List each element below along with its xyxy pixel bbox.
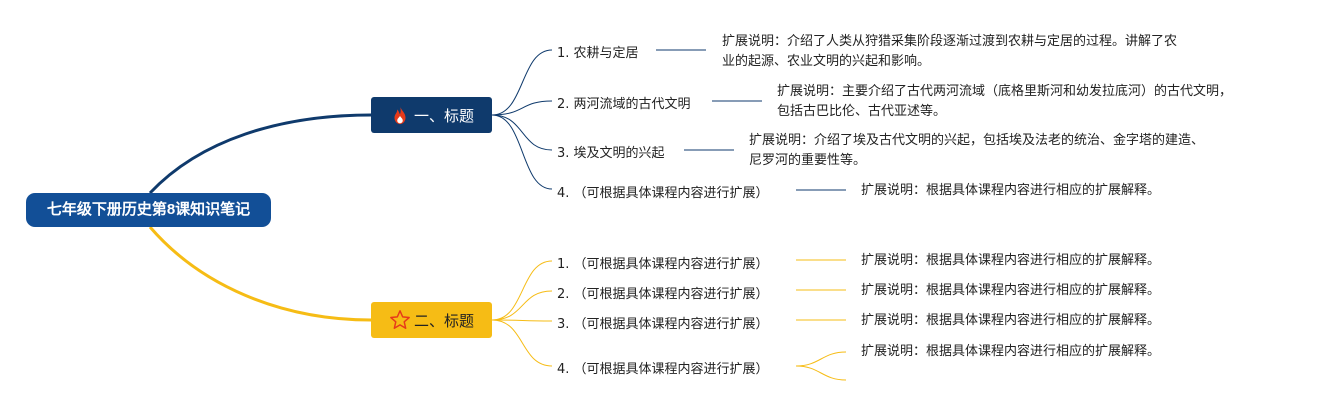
branch-2-label: 二、标题 bbox=[413, 312, 474, 330]
link-root-branch-1 bbox=[148, 113, 372, 195]
note-b1-4: 扩展说明：根据具体课程内容进行相应的扩展解释。 bbox=[861, 181, 1160, 201]
note-line: 扩展说明：主要介绍了古代两河流域（底格里斯河和幼发拉底河）的古代文明， bbox=[777, 84, 1233, 99]
note-b1-1: 扩展说明：介绍了人类从狩猎采集阶段逐渐过渡到农耕与定居的过程。讲解了农 业的起源… bbox=[722, 32, 1177, 72]
note-line: 扩展说明：根据具体课程内容进行相应的扩展解释。 bbox=[861, 313, 1161, 328]
branch-node-2[interactable]: 二、标题 bbox=[371, 302, 492, 338]
link-root-branch-2 bbox=[148, 226, 372, 322]
leaf-b1-4[interactable]: 4. （可根据具体课程内容进行扩展） bbox=[557, 186, 769, 201]
note-b2-1: 扩展说明：根据具体课程内容进行相应的扩展解释。 bbox=[861, 251, 1160, 271]
link-b1-item-3 bbox=[491, 114, 553, 151]
note-line: 尼罗河的重要性等。 bbox=[749, 153, 867, 168]
note-b2-3: 扩展说明：根据具体课程内容进行相应的扩展解释。 bbox=[861, 311, 1160, 331]
note-line: 扩展说明：根据具体课程内容进行相应的扩展解释。 bbox=[861, 183, 1161, 198]
note-line: 包括古巴比伦、古代亚述等。 bbox=[777, 104, 947, 119]
link-b1-item-4 bbox=[491, 114, 553, 190]
link-b2-item-1 bbox=[491, 260, 553, 321]
branch-node-1[interactable]: 一、标题 bbox=[371, 97, 492, 133]
root-node[interactable]: 七年级下册历史第8课知识笔记 bbox=[26, 193, 271, 227]
star-icon bbox=[390, 310, 410, 329]
note-b2-2: 扩展说明：根据具体课程内容进行相应的扩展解释。 bbox=[861, 281, 1160, 301]
note-line: 业的起源、农业文明的兴起和影响。 bbox=[722, 54, 931, 69]
note-b1-2: 扩展说明：主要介绍了古代两河流域（底格里斯河和幼发拉底河）的古代文明， 包括古巴… bbox=[777, 82, 1232, 122]
note-line: 扩展说明：介绍了人类从狩猎采集阶段逐渐过渡到农耕与定居的过程。讲解了农 bbox=[722, 34, 1178, 49]
root-label: 七年级下册历史第8课知识笔记 bbox=[46, 201, 251, 218]
leaf-b1-1[interactable]: 1. 农耕与定居 bbox=[557, 46, 639, 61]
link-b2-item-4 bbox=[491, 319, 553, 367]
note-line: 扩展说明：介绍了埃及古代文明的兴起，包括埃及法老的统治、金字塔的建造、 bbox=[749, 133, 1205, 148]
leaf-b2-2[interactable]: 2. （可根据具体课程内容进行扩展） bbox=[557, 287, 769, 302]
link-b2-item-2 bbox=[491, 290, 553, 321]
leaf-b1-2[interactable]: 2. 两河流域的古代文明 bbox=[557, 97, 691, 112]
note-line: 扩展说明：根据具体课程内容进行相应的扩展解释。 bbox=[861, 283, 1161, 298]
link-b1-item-2 bbox=[491, 100, 553, 116]
line-b2-4a bbox=[795, 351, 847, 367]
note-b1-3: 扩展说明：介绍了埃及古代文明的兴起，包括埃及法老的统治、金字塔的建造、 尼罗河的… bbox=[749, 131, 1204, 171]
branch-1-label: 一、标题 bbox=[413, 107, 474, 125]
leaf-b1-3[interactable]: 3. 埃及文明的兴起 bbox=[557, 146, 665, 161]
link-b1-item-1 bbox=[491, 49, 553, 116]
leaf-b2-3[interactable]: 3. （可根据具体课程内容进行扩展） bbox=[557, 317, 769, 332]
link-b2-item-3 bbox=[491, 319, 553, 322]
leaf-b2-4[interactable]: 4. （可根据具体课程内容进行扩展） bbox=[557, 362, 769, 377]
leaf-b2-1[interactable]: 1. （可根据具体课程内容进行扩展） bbox=[557, 257, 769, 272]
line-b2-4b bbox=[795, 365, 847, 381]
fire-icon bbox=[394, 105, 406, 125]
note-line: 扩展说明：根据具体课程内容进行相应的扩展解释。 bbox=[861, 253, 1161, 268]
note-b2-4: 扩展说明：根据具体课程内容进行相应的扩展解释。 bbox=[861, 342, 1160, 362]
note-line: 扩展说明：根据具体课程内容进行相应的扩展解释。 bbox=[861, 344, 1161, 359]
